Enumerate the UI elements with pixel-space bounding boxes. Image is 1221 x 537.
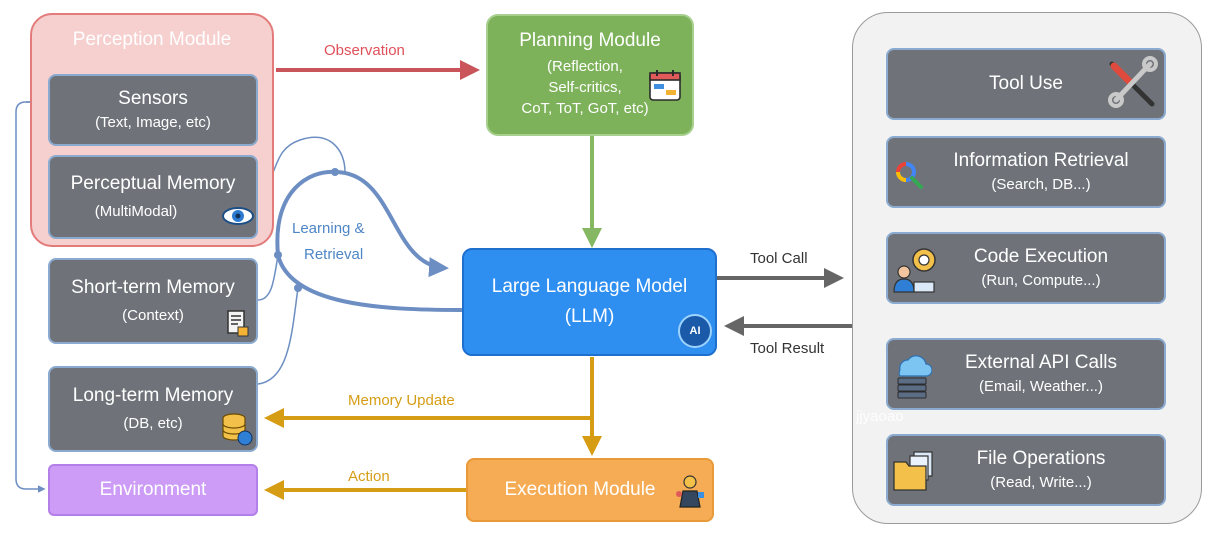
long-term-memory-node[interactable]: Long-term Memory (DB, etc) bbox=[48, 366, 258, 452]
external-api-sub: (Email, Weather...) bbox=[979, 378, 1103, 395]
code-execution-node[interactable]: Code Execution (Run, Compute...) bbox=[886, 232, 1166, 304]
sensors-title: Sensors bbox=[118, 88, 188, 109]
document-icon bbox=[227, 310, 249, 337]
llm-node[interactable]: Large Language Model (LLM) AI bbox=[462, 248, 717, 356]
screwdriver-wrench-icon bbox=[1108, 56, 1158, 108]
file-operations-sub: (Read, Write...) bbox=[990, 474, 1092, 491]
execution-module[interactable]: Execution Module bbox=[466, 458, 714, 522]
learning-label-1: Learning & bbox=[292, 220, 365, 237]
ai-chip-icon: AI bbox=[678, 314, 712, 348]
sensors-sub: (Text, Image, etc) bbox=[95, 114, 211, 131]
environment-node[interactable]: Environment bbox=[48, 464, 258, 516]
info-retrieval-sub: (Search, DB...) bbox=[991, 176, 1091, 193]
developer-gear-icon bbox=[893, 248, 936, 293]
perceptual-memory-title: Perceptual Memory bbox=[70, 173, 236, 194]
tool-call-label: Tool Call bbox=[750, 250, 808, 267]
learning-node-low bbox=[294, 284, 302, 292]
sensor-environment-loop bbox=[15, 101, 48, 493]
planning-module[interactable]: Planning Module (Reflection, Self-critic… bbox=[486, 14, 694, 136]
info-retrieval-title: Information Retrieval bbox=[953, 150, 1129, 171]
tool-result-label: Tool Result bbox=[750, 340, 825, 357]
cloud-server-icon bbox=[897, 355, 932, 399]
long-term-memory-title: Long-term Memory bbox=[72, 385, 234, 406]
sensors-node[interactable]: Sensors (Text, Image, etc) bbox=[48, 74, 258, 146]
perceptual-memory-sub: (MultiModal) bbox=[94, 203, 178, 220]
environment-title: Environment bbox=[99, 479, 207, 500]
learning-node-top bbox=[331, 168, 339, 176]
file-operations-node[interactable]: File Operations (Read, Write...) bbox=[886, 434, 1166, 506]
planning-title: Planning Module bbox=[519, 30, 661, 51]
external-api-title: External API Calls bbox=[964, 352, 1118, 373]
watermark-text: jjyaoao bbox=[856, 408, 904, 425]
learning-node-left bbox=[274, 251, 282, 259]
planning-sub-2: Self-critics, bbox=[548, 79, 622, 96]
planning-sub-1: (Reflection, bbox=[547, 58, 623, 75]
llm-title: Large Language Model bbox=[491, 276, 688, 297]
long-term-memory-link bbox=[257, 287, 299, 385]
action-label: Action bbox=[348, 468, 390, 485]
perception-module-title: Perception Module bbox=[72, 29, 232, 50]
short-term-memory-title: Short-term Memory bbox=[71, 277, 235, 298]
short-term-memory-link bbox=[257, 254, 279, 301]
calendar-plan-icon bbox=[649, 70, 681, 101]
llm-sub: (LLM) bbox=[564, 306, 615, 327]
tool-use-title: Tool Use bbox=[989, 73, 1063, 94]
short-term-memory-node[interactable]: Short-term Memory (Context) bbox=[48, 258, 258, 344]
database-icon bbox=[222, 413, 253, 446]
ai-chip-label: AI bbox=[689, 325, 701, 337]
info-retrieval-node[interactable]: Information Retrieval (Search, DB...) bbox=[886, 136, 1166, 208]
learning-lower-curve bbox=[276, 254, 463, 312]
long-term-memory-sub: (DB, etc) bbox=[123, 415, 183, 432]
short-term-memory-sub: (Context) bbox=[122, 307, 184, 324]
search-icon bbox=[896, 162, 923, 189]
tool-use-node[interactable]: Tool Use bbox=[886, 48, 1166, 120]
file-operations-title: File Operations bbox=[976, 448, 1106, 469]
external-api-node[interactable]: External API Calls (Email, Weather...) bbox=[886, 338, 1166, 410]
eye-icon bbox=[222, 207, 254, 225]
learning-upper-curve bbox=[275, 169, 449, 278]
planning-sub-3: CoT, ToT, GoT, etc) bbox=[521, 100, 649, 117]
code-execution-sub: (Run, Compute...) bbox=[981, 272, 1101, 289]
code-execution-title: Code Execution bbox=[973, 246, 1109, 267]
execution-title: Execution Module bbox=[504, 479, 656, 500]
folder-files-icon bbox=[893, 451, 933, 491]
learning-label-2: Retrieval bbox=[304, 246, 364, 263]
robot-worker-icon bbox=[676, 475, 704, 508]
perceptual-memory-node[interactable]: Perceptual Memory (MultiModal) bbox=[48, 155, 258, 239]
memory-update-label: Memory Update bbox=[348, 392, 455, 409]
observation-label: Observation bbox=[324, 42, 405, 59]
